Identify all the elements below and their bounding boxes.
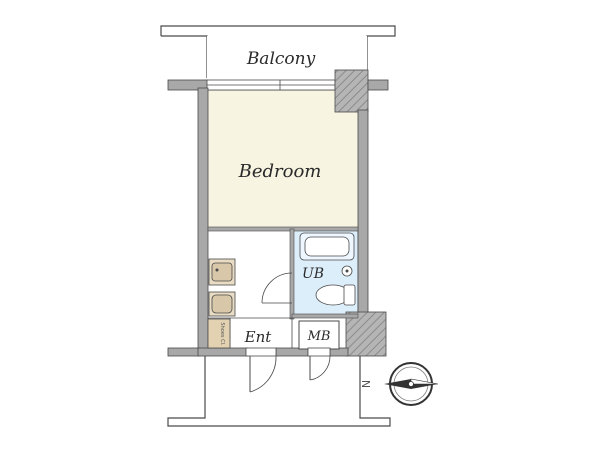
- bedroom-label: Bedroom: [238, 161, 322, 182]
- compass: N: [360, 362, 439, 406]
- shoe-closet-label: Shoes Cl.: [219, 322, 225, 346]
- outer-outline: [167, 356, 391, 427]
- toilet: [315, 284, 356, 306]
- meter-box-label: MB: [307, 329, 331, 344]
- unit-bath-label: UB: [302, 266, 324, 282]
- bath-door: [261, 272, 293, 304]
- entrance-label: Ent: [244, 328, 273, 346]
- mb-door: [307, 347, 331, 381]
- meter-box: [298, 320, 340, 350]
- kitchen: [208, 258, 236, 317]
- shoe-closet: [207, 318, 231, 349]
- walls: [167, 69, 389, 357]
- bathtub: [299, 232, 355, 261]
- compass-north-label: N: [360, 380, 373, 388]
- bedroom-floor: [206, 89, 360, 229]
- wash-basin: [341, 265, 353, 277]
- balcony-label: Balcony: [246, 49, 316, 69]
- entrance-door: [245, 347, 277, 393]
